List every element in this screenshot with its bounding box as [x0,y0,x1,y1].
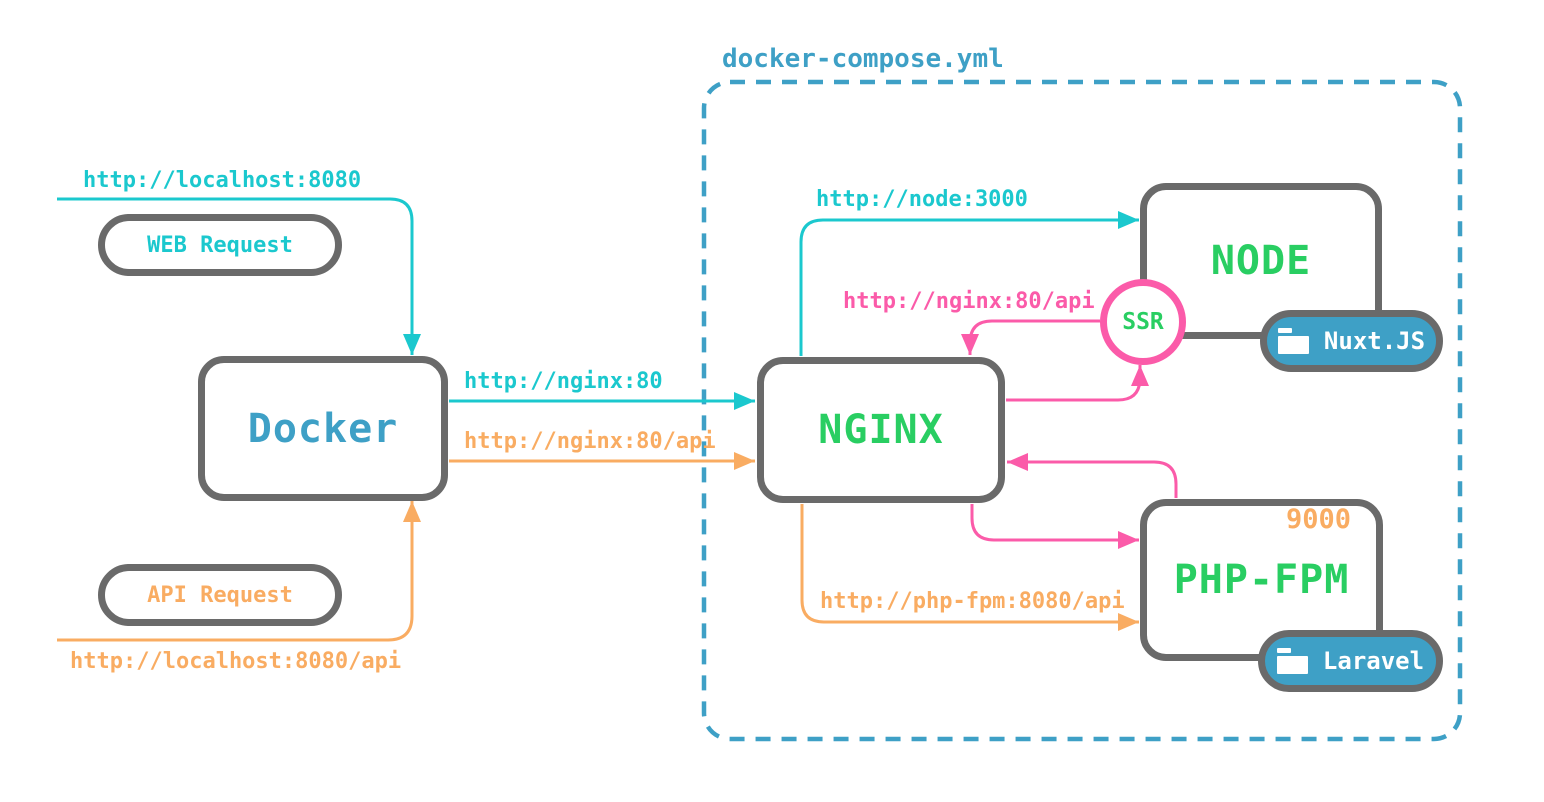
ssr-circle: SSR [1100,279,1186,365]
edge-label-localhost-web: http://localhost:8080 [83,168,362,193]
php-fpm-port: 9000 [1286,504,1352,535]
nuxt-badge: Nuxt.JS [1260,310,1443,372]
edge-ssr-nginx [961,319,1100,355]
docker-label: Docker [247,405,399,452]
edge-phpfpm-nginx [1007,453,1178,498]
folder-icon [1277,328,1309,354]
edge-label-ssr-nginx: http://nginx:80/api [843,289,1095,314]
edge-nginx-phpfpm-pink [970,504,1139,549]
laravel-badge: Laravel [1258,630,1443,692]
api-request-label: API Request [147,582,293,608]
node-label: NODE [1210,238,1312,284]
nginx-label: NGINX [818,407,944,453]
edge-label-nginx-phpfpm: http://php-fpm:8080/api [820,589,1125,614]
edge-label-nginx-node: http://node:3000 [816,187,1028,212]
ssr-label: SSR [1122,309,1164,335]
edge-nginx-node [799,211,1139,356]
edge-label-docker-nginx-api: http://nginx:80/api [464,429,716,454]
nginx-node: NGINX [757,357,1005,503]
web-request-pill: WEB Request [98,214,342,276]
docker-node: Docker [198,356,448,501]
laravel-badge-label: Laravel [1322,647,1425,675]
nuxt-badge-label: Nuxt.JS [1323,327,1426,355]
php-fpm-label: PHP-FPM [1173,557,1350,603]
folder-icon [1276,648,1308,674]
web-request-label: WEB Request [147,232,293,258]
api-request-pill: API Request [98,564,342,626]
compose-file-title: docker-compose.yml [722,44,1004,74]
edge-nginx-ssr [1006,365,1149,402]
edge-label-localhost-api: http://localhost:8080/api [70,649,402,674]
edge-label-docker-nginx-web: http://nginx:80 [464,369,663,394]
